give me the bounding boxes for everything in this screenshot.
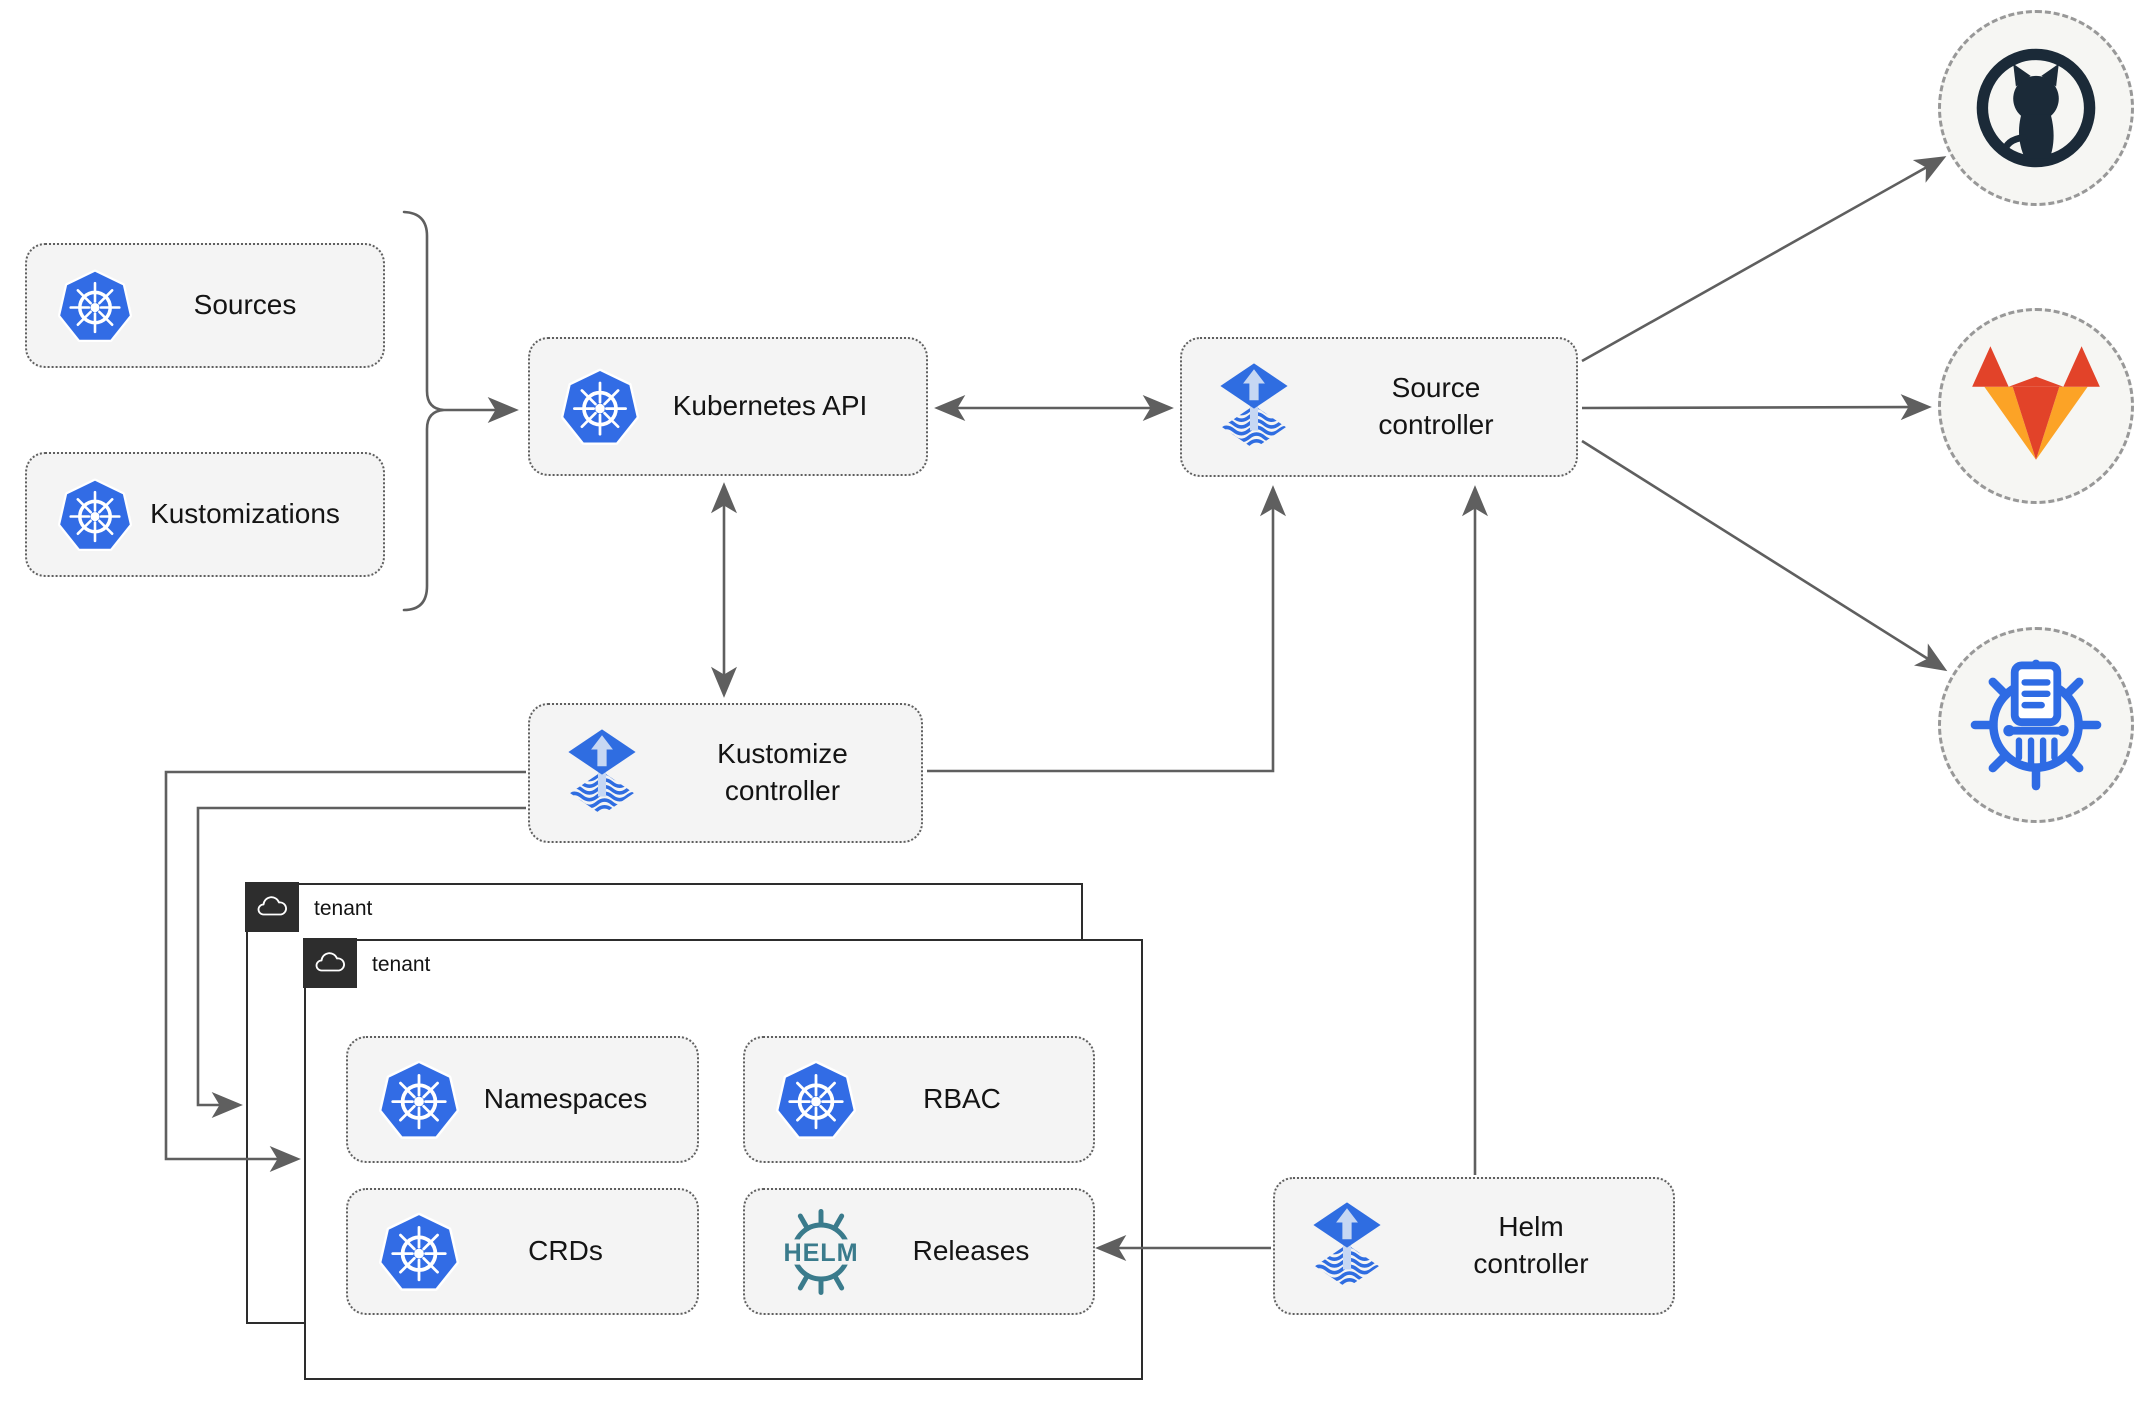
node-label: Kubernetes API [672, 390, 868, 422]
arrow-source-github [1581, 156, 1947, 363]
node-releases: HELM Releases [743, 1188, 1095, 1315]
node-label: CRDs [528, 1235, 603, 1267]
helm-icon: HELM [778, 1208, 864, 1295]
node-label: Namespaces [483, 1083, 648, 1115]
node-label: Helm controller [1473, 1211, 1589, 1279]
kubernetes-icon [57, 268, 133, 344]
node-kustomize-controller: Kustomize controller [528, 703, 923, 843]
external-github [1938, 10, 2134, 206]
arrow-source-chartmuseum [1581, 439, 1948, 672]
kubernetes-icon [775, 1059, 857, 1141]
node-kustomizations: Kustomizations [25, 452, 385, 577]
tenant-tab [245, 882, 300, 933]
node-label: Releases [912, 1235, 1030, 1267]
node-label: Kustomize controller [717, 738, 848, 806]
kubernetes-icon [57, 477, 133, 553]
node-rbac: RBAC [743, 1036, 1095, 1163]
gitlab-icon [1960, 340, 2112, 472]
node-label: Sources [193, 289, 297, 321]
node-label: Kustomizations [150, 498, 340, 530]
node-crds: CRDs [346, 1188, 699, 1315]
tenant-label: tenant [314, 897, 373, 920]
kubernetes-icon [378, 1211, 460, 1293]
cloud-icon [313, 951, 347, 975]
chartmuseum-icon [1965, 654, 2107, 796]
external-chartmuseum [1938, 627, 2134, 823]
kubernetes-icon [560, 367, 640, 447]
external-gitlab [1938, 308, 2134, 504]
node-kubernetes-api: Kubernetes API [528, 337, 928, 476]
node-source-controller: Source controller [1180, 337, 1578, 477]
tenant-box-front: tenant Namespaces RBAC CRDs [303, 938, 1143, 1380]
node-label: Source controller [1378, 372, 1494, 440]
tenant-tab [303, 938, 358, 989]
flux-icon [560, 729, 644, 817]
node-sources: Sources [25, 243, 385, 368]
kubernetes-icon [378, 1059, 460, 1141]
node-namespaces: Namespaces [346, 1036, 699, 1163]
node-helm-controller: Helm controller [1273, 1177, 1675, 1315]
brace [402, 210, 445, 612]
arrow-source-gitlab [1581, 394, 1932, 421]
flux-icon [1212, 363, 1296, 451]
github-icon [1969, 41, 2103, 175]
tenant-label: tenant [372, 953, 431, 976]
node-label: RBAC [923, 1083, 1001, 1115]
flux-icon [1305, 1202, 1389, 1290]
helm-logo-text: HELM [784, 1239, 859, 1267]
arrow-kustomize-source [927, 485, 1286, 773]
cloud-icon [255, 895, 289, 919]
